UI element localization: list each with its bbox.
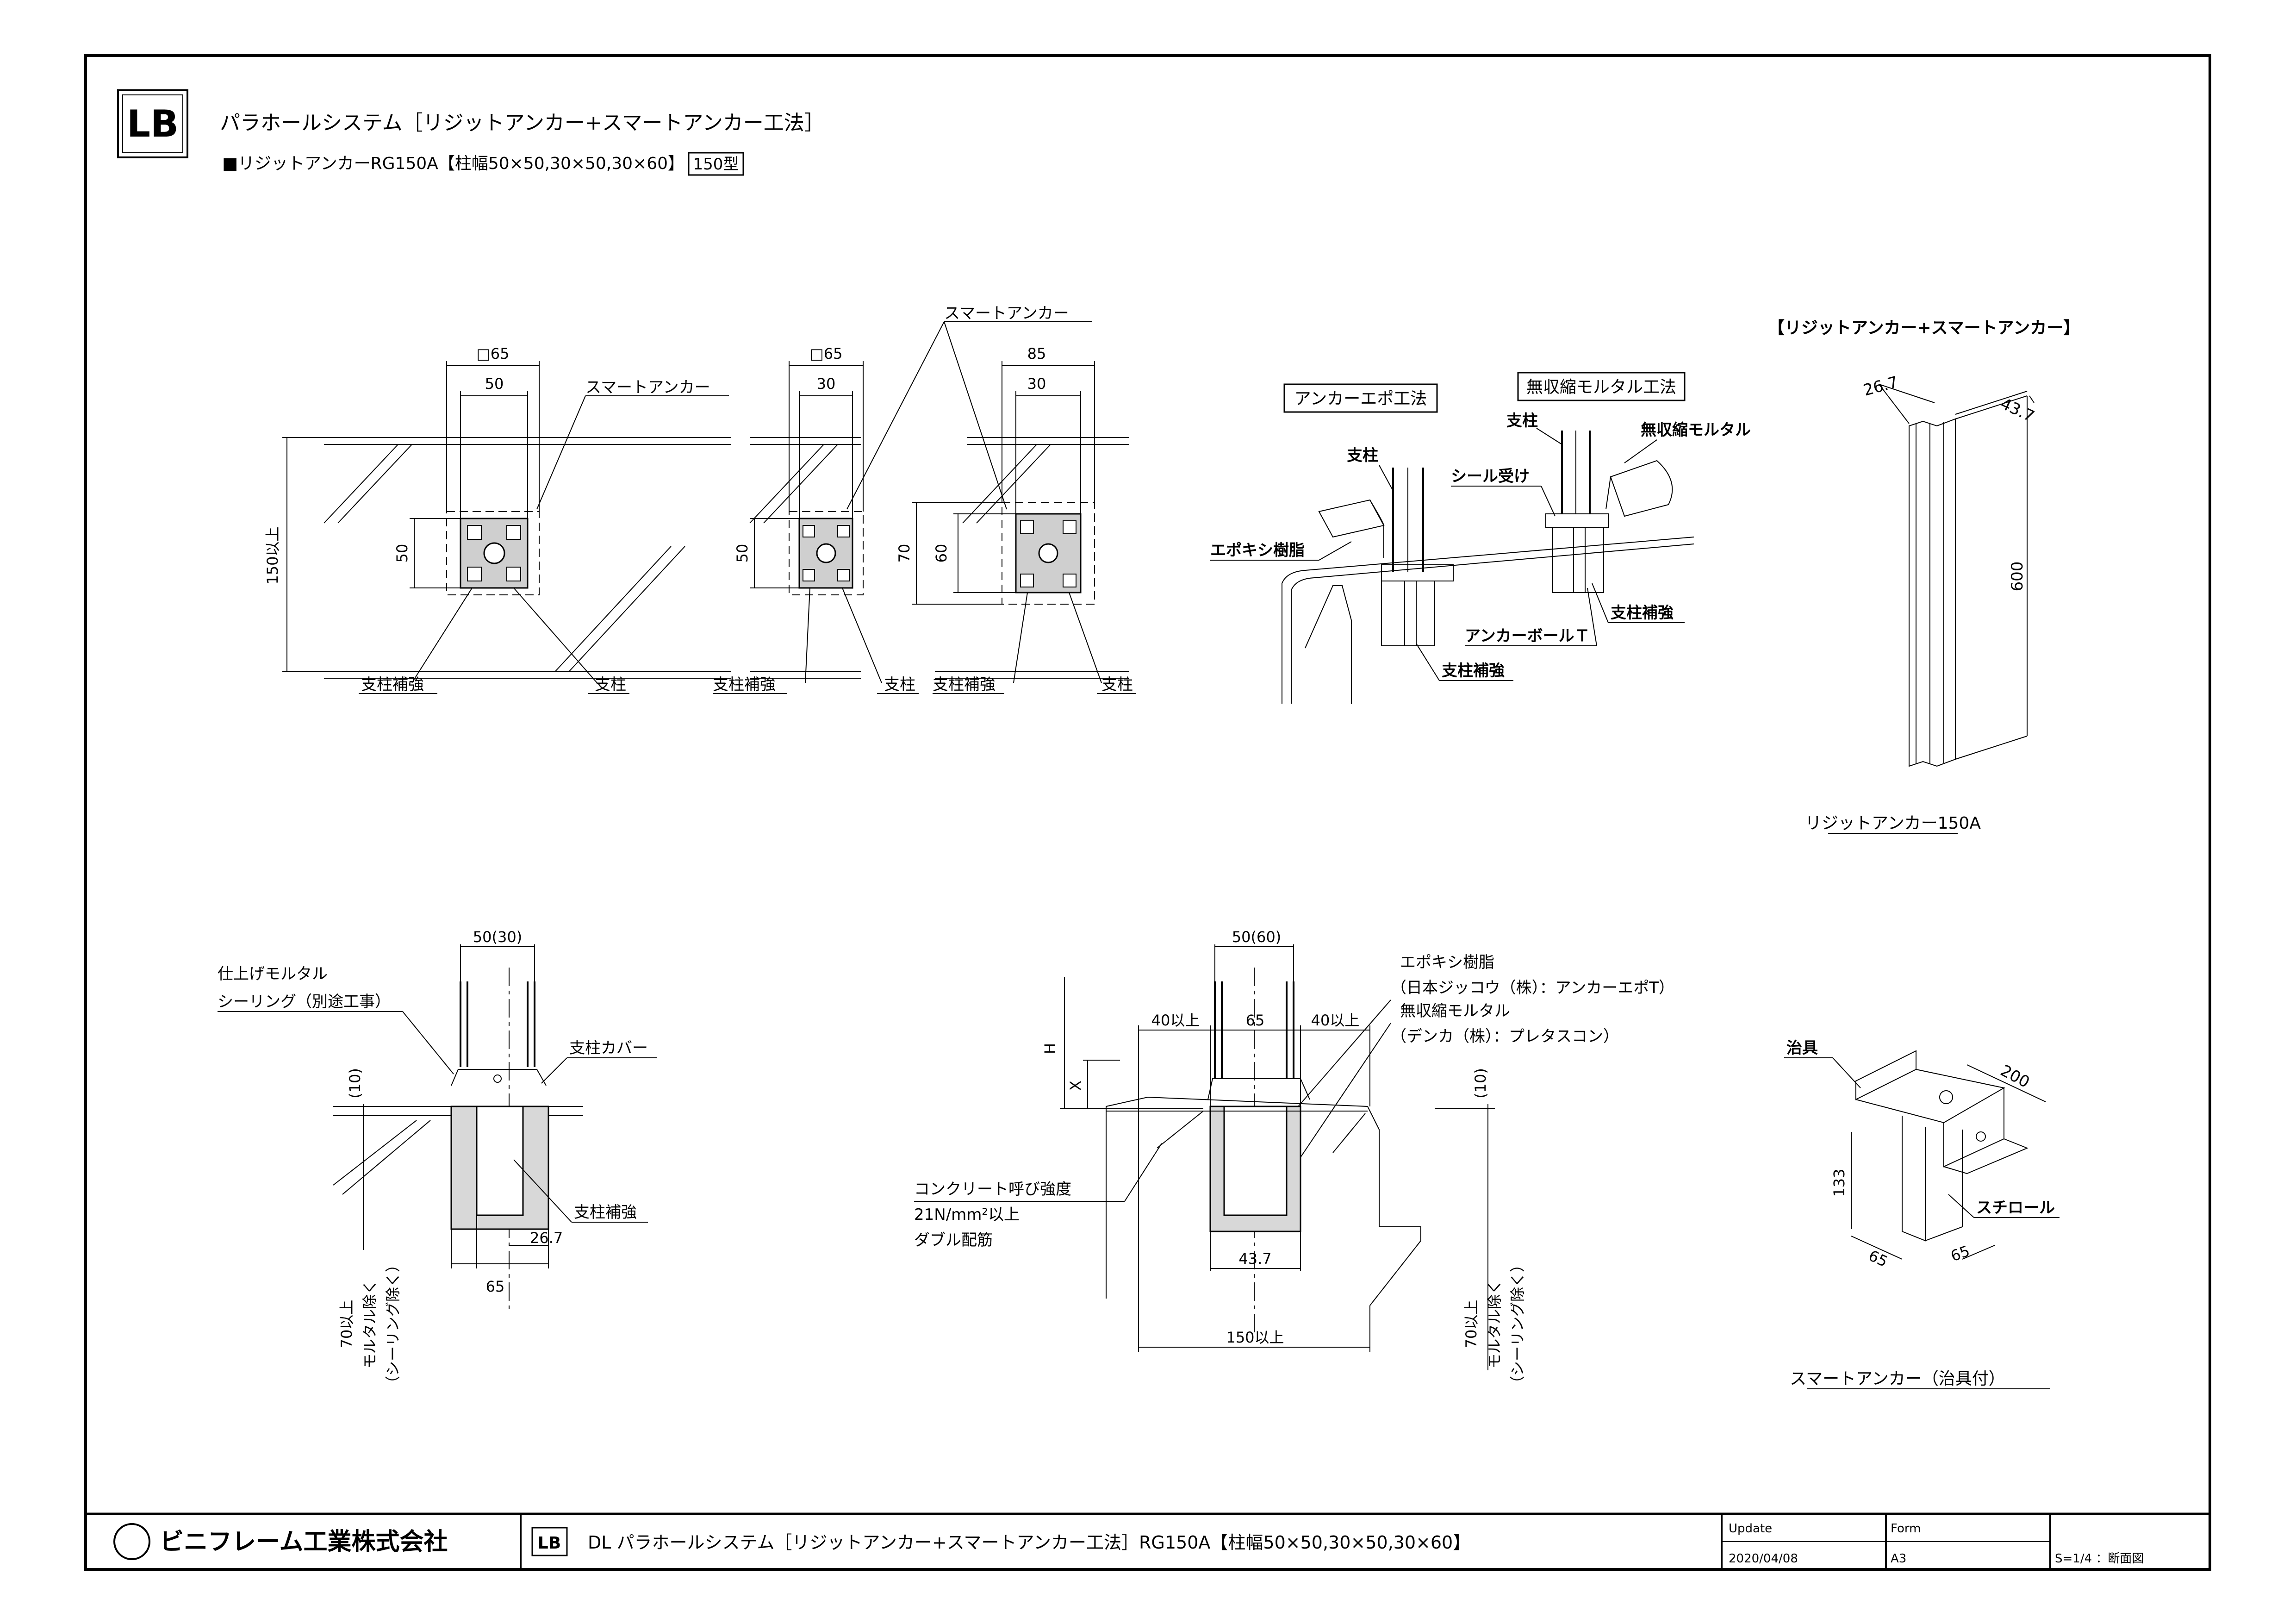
center-concrete-3: ダブル配筋 — [914, 1231, 993, 1249]
view3-inner-dim: 30 — [1027, 375, 1046, 393]
view1-top-dim: □65 — [477, 345, 510, 362]
left-dim-267: 26.7 — [530, 1229, 563, 1247]
view2-side-dim: 50 — [734, 544, 751, 563]
rigid-anchor-view: 【リジットアンカー+スマートアンカー】 26.7 43.7 600 リジットアン… — [1768, 319, 2080, 834]
left-vert-1: 70以上 — [338, 1300, 355, 1349]
left-label-2: シーリング（別途工事） — [218, 993, 391, 1011]
view2-inner-dim: 30 — [817, 375, 836, 393]
epoxy-method-label: アンカーエポ工法 — [1294, 389, 1427, 408]
view3-label-left: 支柱補強 — [933, 675, 996, 694]
company-name: ビニフレーム工業株式会社 — [160, 1528, 448, 1556]
page-subtitle: ■リジットアンカーRG150A【柱幅50×50,30×50,30×60】 — [222, 154, 684, 173]
center-concrete-1: コンクリート呼び強度 — [914, 1180, 1071, 1199]
smart-anchor-caption: スマートアンカー（治具付） — [1790, 1369, 2005, 1388]
jig-dim-65a: 65 — [1866, 1247, 1891, 1271]
view3-label-right: 支柱 — [1101, 675, 1133, 694]
center-mortar-1: 無収縮モルタル — [1400, 1002, 1510, 1020]
epoxy-resin-label: エポキシ樹脂 — [1210, 541, 1305, 560]
reinforce-label-1: 支柱補強 — [1442, 662, 1505, 680]
left-reinforce-label: 支柱補強 — [574, 1203, 637, 1222]
center-top-dim: 50(60) — [1232, 928, 1281, 946]
scale-label: S=1/4 ：断面図 — [2055, 1552, 2144, 1566]
drawing-title: DL パラホールシステム［リジットアンカー+スマートアンカー工法］RG150A【… — [588, 1532, 1470, 1553]
view1-label-right: 支柱 — [595, 675, 626, 694]
company-logo-mark — [113, 1523, 150, 1560]
mortar-label: 無収縮モルタル — [1641, 421, 1751, 439]
page-title: パラホールシステム［リジットアンカー+スマートアンカー工法］ — [220, 111, 825, 135]
type-badge-box — [688, 152, 744, 176]
center-concrete-2: 21N/mm²以上 — [914, 1206, 1020, 1224]
view2-label-right: 支柱 — [884, 675, 915, 694]
center-vert-2: モルタル除く — [1486, 1280, 1503, 1368]
installation-methods: アンカーエポ工法 無収縮モルタル工法 支柱 エポキシ樹脂 支柱 — [1210, 372, 1751, 704]
view3-top-dim: 85 — [1027, 345, 1046, 362]
section-center: 50(60) 40以上 65 40以上 H X エポキシ樹脂 （日本ジッコウ（株… — [914, 928, 1674, 1391]
post-label-1: 支柱 — [1347, 446, 1378, 465]
jig-dim-65b: 65 — [1948, 1242, 1972, 1265]
title-block: ビニフレーム工業株式会社 LB DL パラホールシステム［リジットアンカー+スマ… — [113, 1514, 2144, 1569]
post-label-2: 支柱 — [1506, 412, 1538, 430]
form-label: Form — [1891, 1522, 1921, 1536]
center-dim-right: 40以上 — [1311, 1012, 1360, 1029]
view3-side-dim-inner: 60 — [933, 544, 950, 563]
center-dim-437: 43.7 — [1238, 1250, 1271, 1268]
rigid-dim-h: 600 — [2008, 562, 2027, 592]
title-block-logo: LB — [538, 1534, 561, 1553]
left-vert-2: モルタル除く — [361, 1280, 379, 1368]
view1-inner-dim: 50 — [485, 375, 504, 393]
update-label: Update — [1729, 1522, 1772, 1536]
view2-top-dim: □65 — [810, 345, 843, 362]
center-vert-1: 70以上 — [1462, 1300, 1480, 1349]
section-left: 50(30) (10) 26.7 65 仕上げモルタル シーリング（別途工事） … — [218, 928, 657, 1391]
mortar-method-label: 無収縮モルタル工法 — [1526, 378, 1676, 397]
center-mortar-2: （デンカ（株）：プレタスコン） — [1391, 1027, 1619, 1046]
view1-label-left: 支柱補強 — [361, 675, 424, 694]
center-dim-left: 40以上 — [1151, 1012, 1200, 1029]
center-dim-mid: 65 — [1246, 1012, 1265, 1029]
sheet-border — [84, 54, 2211, 1571]
left-vert-3: （シーリング除く） — [384, 1257, 402, 1391]
update-value: 2020/04/08 — [1729, 1552, 1798, 1566]
jig-label: 治具 — [1786, 1039, 1818, 1057]
styrofoam-label: スチロール — [1976, 1199, 2055, 1217]
rigid-dim-a: 26.7 — [1861, 373, 1900, 400]
left-top-dim: 50(30) — [473, 928, 522, 946]
plan-view-3: 85 30 70 60 支柱補強 支柱 スマートアンカー — [846, 304, 1136, 694]
view3-smart-anchor-label: スマートアンカー — [944, 304, 1069, 323]
rigid-anchor-heading: 【リジットアンカー+スマートアンカー】 — [1768, 319, 2080, 337]
view2-label-left: 支柱補強 — [713, 675, 776, 694]
plan-view-2: □65 30 50 支柱補強 支柱 — [713, 345, 919, 694]
form-value: A3 — [1891, 1552, 1906, 1566]
center-epoxy-2: （日本ジッコウ（株）：アンカーエポT） — [1391, 979, 1674, 997]
center-epoxy-1: エポキシ樹脂 — [1400, 953, 1494, 972]
center-dim-10: (10) — [1472, 1068, 1489, 1099]
logo-text: LB — [127, 102, 179, 145]
left-cover-label: 支柱カバー — [569, 1039, 648, 1057]
left-dim-65: 65 — [486, 1278, 505, 1295]
reinforce-label-2: 支柱補強 — [1611, 604, 1674, 622]
left-label-1: 仕上げモルタル — [218, 965, 328, 983]
seal-label: シール受け — [1451, 467, 1530, 486]
anchor-bolt-label: アンカーボールＴ — [1465, 627, 1590, 645]
logo-box — [117, 89, 188, 158]
header: LB パラホールシステム［リジットアンカー+スマートアンカー工法］ ■リジットア… — [117, 89, 825, 176]
view3-side-dim-outer: 70 — [896, 544, 913, 563]
type-badge: 150型 — [693, 155, 739, 174]
center-dim-X: X — [1067, 1081, 1084, 1091]
smart-anchor-view: 200 133 65 65 治具 スチロール スマートアンカー（治具付） — [1784, 1039, 2060, 1389]
view1-smart-anchor-label: スマートアンカー — [585, 378, 710, 397]
plan-view-1: □65 50 50 150以上 支柱補強 支柱 スマートアンカー — [264, 345, 729, 694]
center-vert-3: （シーリング除く） — [1509, 1257, 1526, 1391]
center-dim-H: H — [1041, 1043, 1059, 1054]
center-dim-150: 150以上 — [1226, 1329, 1284, 1346]
jig-dim-133: 133 — [1830, 1168, 1848, 1197]
view1-side-dim: 50 — [393, 544, 411, 563]
left-dim-10: (10) — [346, 1068, 364, 1099]
rigid-anchor-caption: リジットアンカー150A — [1805, 814, 1981, 833]
view1-depth-dim: 150以上 — [264, 526, 281, 584]
plan-views: □65 50 50 150以上 支柱補強 支柱 スマートアンカー — [264, 304, 1136, 694]
